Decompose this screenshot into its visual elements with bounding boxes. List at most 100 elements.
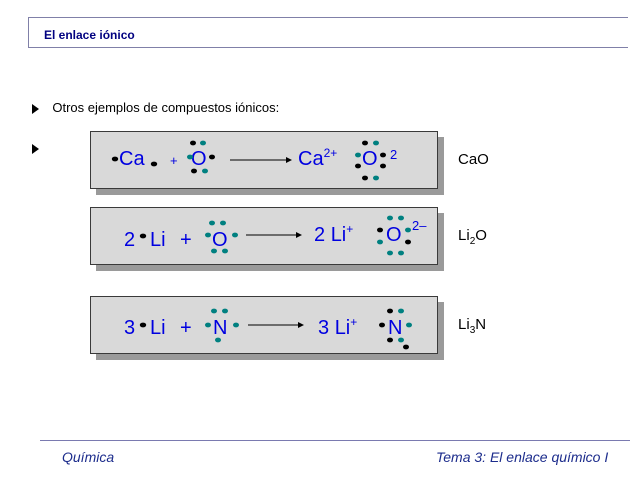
electron-dot: [362, 140, 368, 146]
reactant-li: Li: [150, 229, 166, 251]
product-o-charge: 2: [390, 147, 398, 162]
reactant-o: O: [212, 229, 228, 251]
electron-dot: [202, 168, 208, 174]
product-ca-symbol: Ca: [298, 148, 324, 170]
plus-sign: +: [170, 153, 178, 168]
electron-dot: [215, 337, 221, 343]
electron-dot: [209, 220, 215, 226]
electron-dot: [220, 220, 226, 226]
product-li-charge: +: [346, 222, 354, 236]
electron-dot: [355, 163, 361, 169]
product-n-ion: N: [388, 317, 403, 339]
slide-section-title: El enlace iónico: [44, 28, 135, 42]
arrow-bullet-icon: [32, 103, 39, 114]
product-o-ion: O: [362, 148, 378, 170]
product-li-ion: 2 Li+: [314, 222, 354, 246]
electron-dot: [209, 154, 215, 160]
product-li-charge: +: [350, 315, 358, 329]
electron-dot: [398, 250, 404, 256]
electron-dot: [405, 227, 411, 233]
electron-dot: [211, 248, 217, 254]
reaction-3: 3 Li + N 3 Li+ N: [90, 296, 438, 354]
header-rule-left: [28, 17, 29, 48]
electron-dot: [233, 322, 239, 328]
arrow-head-icon: [296, 232, 302, 238]
product-li-ion: 3 Li+: [318, 315, 358, 339]
electron-dot: [387, 337, 393, 343]
product-ca-ion: Ca2+: [298, 146, 338, 170]
electron-dot: [150, 161, 158, 167]
product-li: Li: [458, 227, 470, 244]
electron-dot: [380, 152, 386, 158]
electron-dot: [380, 163, 386, 169]
electron-dot: [111, 156, 119, 162]
bullet-1: Otros ejemplos de compuestos iónicos:: [32, 100, 279, 115]
reactant-ca: Ca: [119, 148, 145, 170]
product-formula-li3n: Li3N: [458, 316, 486, 336]
product-formula-li2o: Li2O: [458, 227, 487, 247]
electron-dot: [232, 232, 238, 238]
electron-dot: [403, 344, 409, 350]
reactant-li: Li: [150, 317, 166, 339]
footer-topic: Tema 3: El enlace químico I: [436, 449, 609, 465]
product-subscript: 2: [469, 236, 476, 247]
electron-dot: [222, 308, 228, 314]
electron-dot: [387, 250, 393, 256]
electron-dot: [398, 337, 404, 343]
header-rule-top: [28, 17, 628, 18]
electron-dot: [355, 152, 361, 158]
product-o-charge: 2–: [412, 218, 427, 233]
reactant-o: O: [191, 148, 207, 170]
reaction-1: Ca + O Ca2+ O 2: [90, 131, 438, 189]
arrow-head-icon: [286, 157, 292, 163]
reaction-2-electrons: [139, 215, 411, 256]
electron-dot: [377, 227, 383, 233]
reaction-3-electrons: [139, 308, 412, 350]
product-li: Li: [458, 316, 470, 333]
electron-dot: [139, 233, 147, 239]
plus-sign: +: [180, 317, 192, 339]
plus-sign: +: [180, 229, 192, 251]
product-n: N: [475, 316, 487, 333]
bullet-1-text: Otros ejemplos de compuestos iónicos:: [52, 100, 280, 115]
electron-dot: [222, 248, 228, 254]
electron-dot: [187, 154, 193, 160]
reactant-n: N: [213, 317, 228, 339]
electron-dot: [373, 175, 379, 181]
electron-dot: [398, 215, 404, 221]
electron-dot: [387, 215, 393, 221]
electron-dot: [387, 308, 393, 314]
electron-dot: [139, 322, 147, 328]
product-o-ion: O: [386, 224, 402, 246]
electron-dot: [405, 239, 411, 245]
reactant-coefficient: 3: [124, 317, 136, 339]
arrow-head-icon: [298, 322, 304, 328]
electron-dot: [362, 175, 368, 181]
reactant-coefficient: 2: [124, 229, 136, 251]
reaction-2-box: [90, 207, 438, 265]
arrow-bullet-icon: [32, 143, 39, 154]
product-formula-cao: CaO: [458, 151, 489, 168]
electron-dot: [200, 140, 206, 146]
footer-subject: Química: [62, 449, 115, 465]
product-ca-charge: 2+: [323, 146, 338, 160]
reaction-1-electrons: [111, 140, 386, 181]
product-coefficient: 2: [314, 224, 326, 246]
product-coefficient: 3: [318, 317, 330, 339]
electron-dot: [373, 140, 379, 146]
electron-dot: [379, 322, 385, 328]
product-li-symbol: Li: [330, 224, 347, 246]
product-o: O: [475, 227, 487, 244]
electron-dot: [205, 322, 211, 328]
electron-dot: [191, 168, 197, 174]
product-subscript: 3: [469, 325, 476, 336]
footer-rule: [40, 440, 630, 441]
electron-dot: [406, 322, 412, 328]
bullet-2: [32, 140, 39, 155]
reaction-2: 2 Li + O 2 Li+ O 2–: [90, 207, 438, 265]
electron-dot: [398, 308, 404, 314]
electron-dot: [377, 239, 383, 245]
product-li-symbol: Li: [334, 317, 351, 339]
electron-dot: [211, 308, 217, 314]
electron-dot: [190, 140, 196, 146]
